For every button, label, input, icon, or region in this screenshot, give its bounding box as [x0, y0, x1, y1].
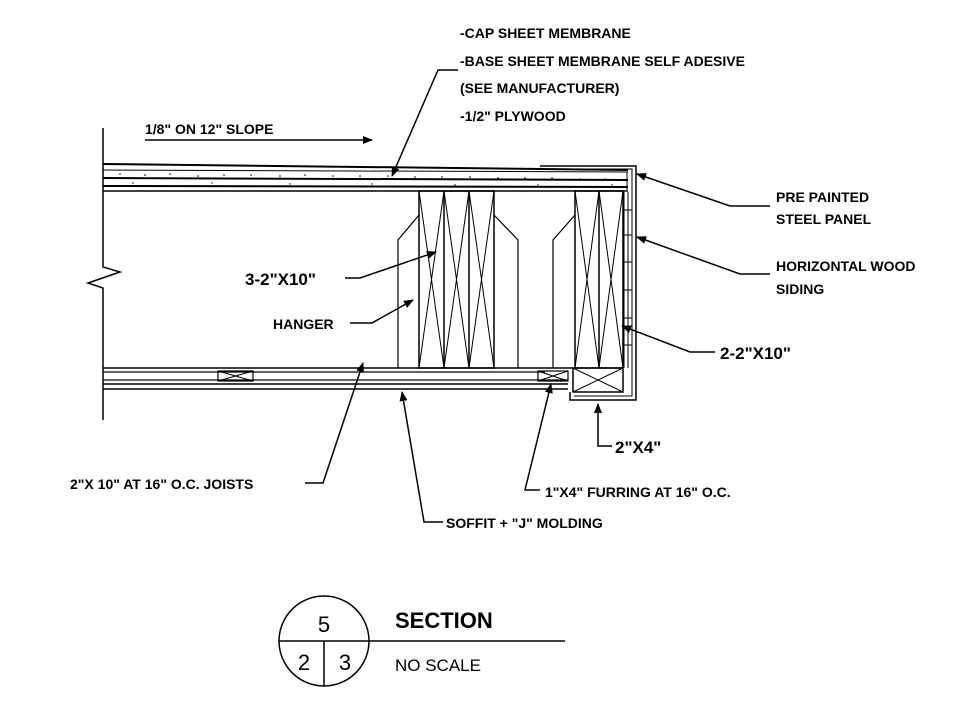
- blocking-label: 2"X4": [615, 438, 661, 457]
- hanger-label: HANGER: [273, 316, 334, 332]
- sheet-number-left: 2: [298, 650, 310, 675]
- slope-label: 1/8" ON 12" SLOPE: [145, 121, 273, 137]
- plywood-label: -1/2" PLYWOOD: [460, 108, 566, 124]
- triple-beam: [418, 190, 495, 369]
- furring-label: 1"X4" FURRING AT 16" O.C.: [545, 484, 731, 500]
- section-title: SECTION: [395, 608, 493, 633]
- scale-label: NO SCALE: [395, 656, 481, 675]
- siding-label-1: HORIZONTAL WOOD: [776, 258, 915, 274]
- leader-lines: [145, 69, 770, 523]
- furring-blocks: [217, 370, 569, 382]
- section-marker: 5 2 3 SECTION NO SCALE: [278, 595, 565, 687]
- roof-deck: [102, 163, 629, 192]
- triple-beam-label: 3-2"X10": [245, 270, 316, 289]
- siding-label-2: SIDING: [776, 281, 824, 297]
- soffit-label: SOFFIT + "J" MOLDING: [446, 515, 603, 531]
- double-beam: [574, 190, 624, 369]
- joist-hangers: [397, 214, 576, 368]
- blocking-2x4: [572, 367, 624, 393]
- steel-panel-flashing: [540, 165, 637, 401]
- joists-label: 2"X 10" AT 16" O.C. JOISTS: [70, 476, 253, 492]
- soffit-lines: [103, 367, 575, 390]
- pre-painted-label-1: PRE PAINTED: [776, 189, 869, 205]
- wall-break-line: [85, 128, 123, 420]
- pre-painted-label-2: STEEL PANEL: [776, 211, 872, 227]
- base-sheet-label: -BASE SHEET MEMBRANE SELF ADESIVE: [460, 53, 745, 69]
- see-manufacturer-label: (SEE MANUFACTURER): [460, 80, 619, 96]
- cap-sheet-label: -CAP SHEET MEMBRANE: [460, 25, 631, 41]
- double-beam-label: 2-2"X10": [720, 344, 791, 363]
- sheet-number-right: 3: [339, 650, 351, 675]
- horizontal-wood-siding: [623, 192, 632, 368]
- section-number: 5: [318, 612, 330, 637]
